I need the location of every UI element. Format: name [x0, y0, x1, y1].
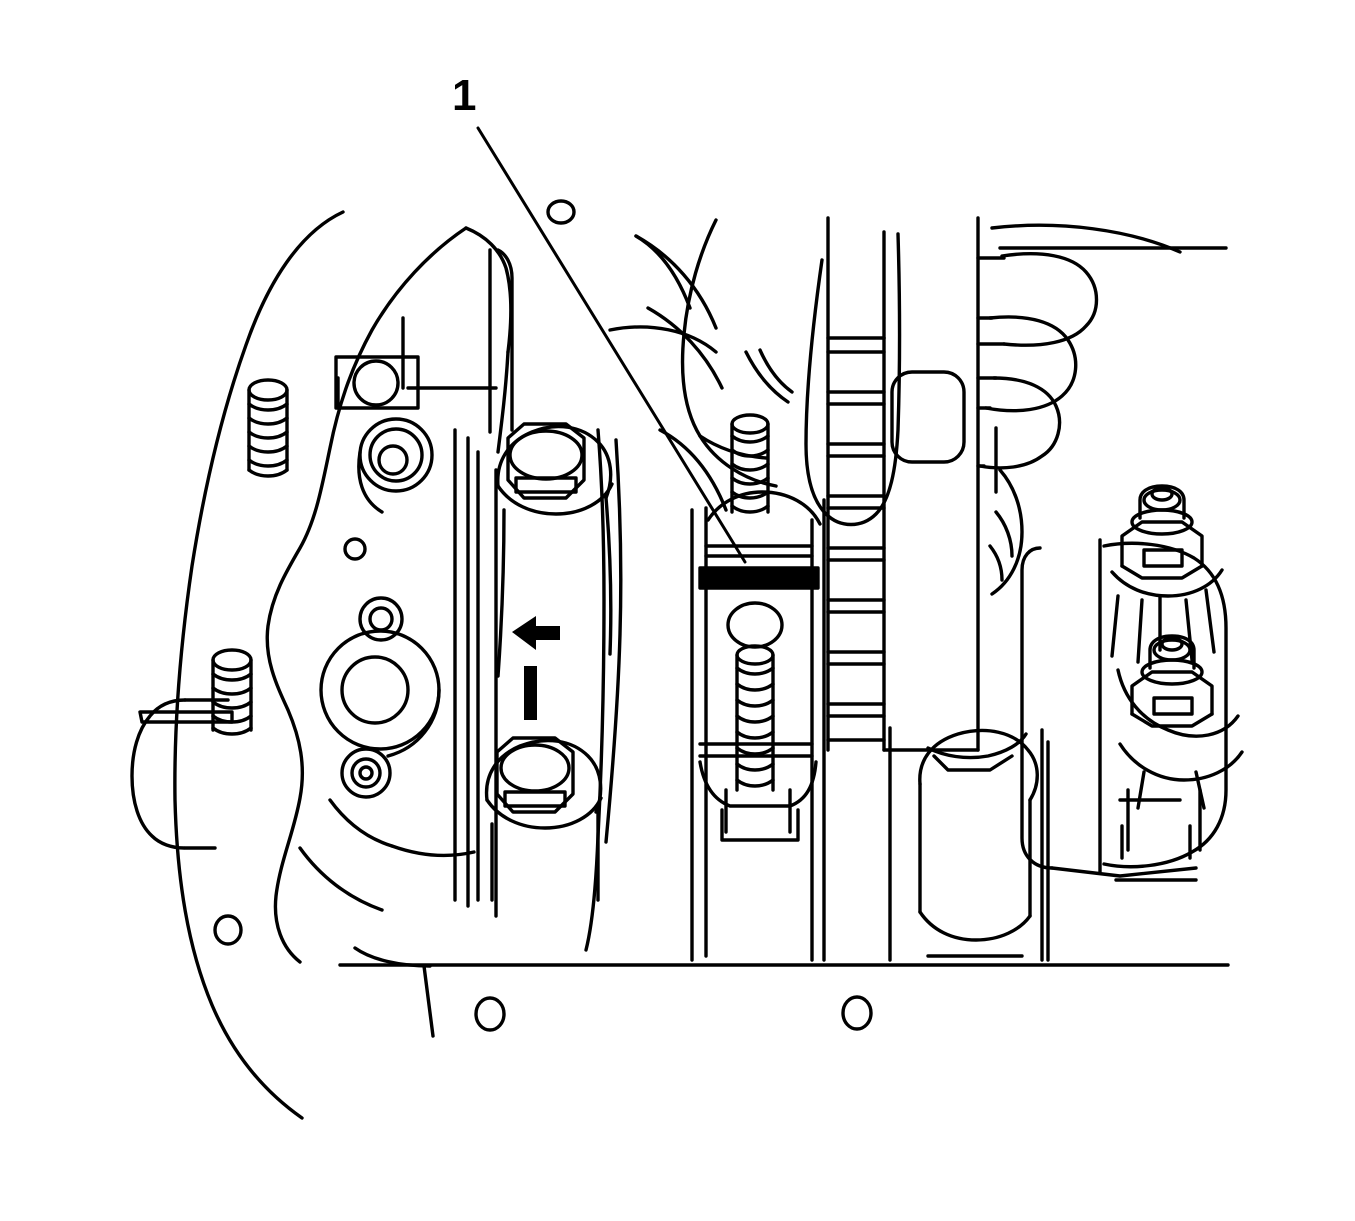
- hex-nut-upper-right: [1110, 484, 1224, 598]
- callout-label-1: 1: [452, 71, 477, 120]
- threaded-stud-lower-center[interactable]: [735, 644, 775, 792]
- machined-deck-face: [453, 234, 728, 952]
- engine-block-casting: [130, 199, 1230, 1120]
- threaded-stud-upper-left[interactable]: [247, 378, 289, 478]
- cylinder-boss-center-right: [888, 726, 1050, 962]
- technician-hand: [634, 218, 1228, 596]
- bore-cluster: [319, 417, 441, 799]
- threaded-stud-lower-left[interactable]: [211, 648, 253, 736]
- hex-nut-lower-right: [1116, 634, 1244, 782]
- right-mount-bracket: [1020, 484, 1244, 882]
- hex-bolt-upper-left: [496, 422, 614, 678]
- special-tool: [690, 216, 980, 962]
- callout-leader-line: [476, 126, 747, 564]
- hex-bolt-lower-left: [484, 736, 603, 902]
- cast-direction-arrow: [512, 616, 560, 720]
- tool-ratchet-bar: [826, 216, 980, 752]
